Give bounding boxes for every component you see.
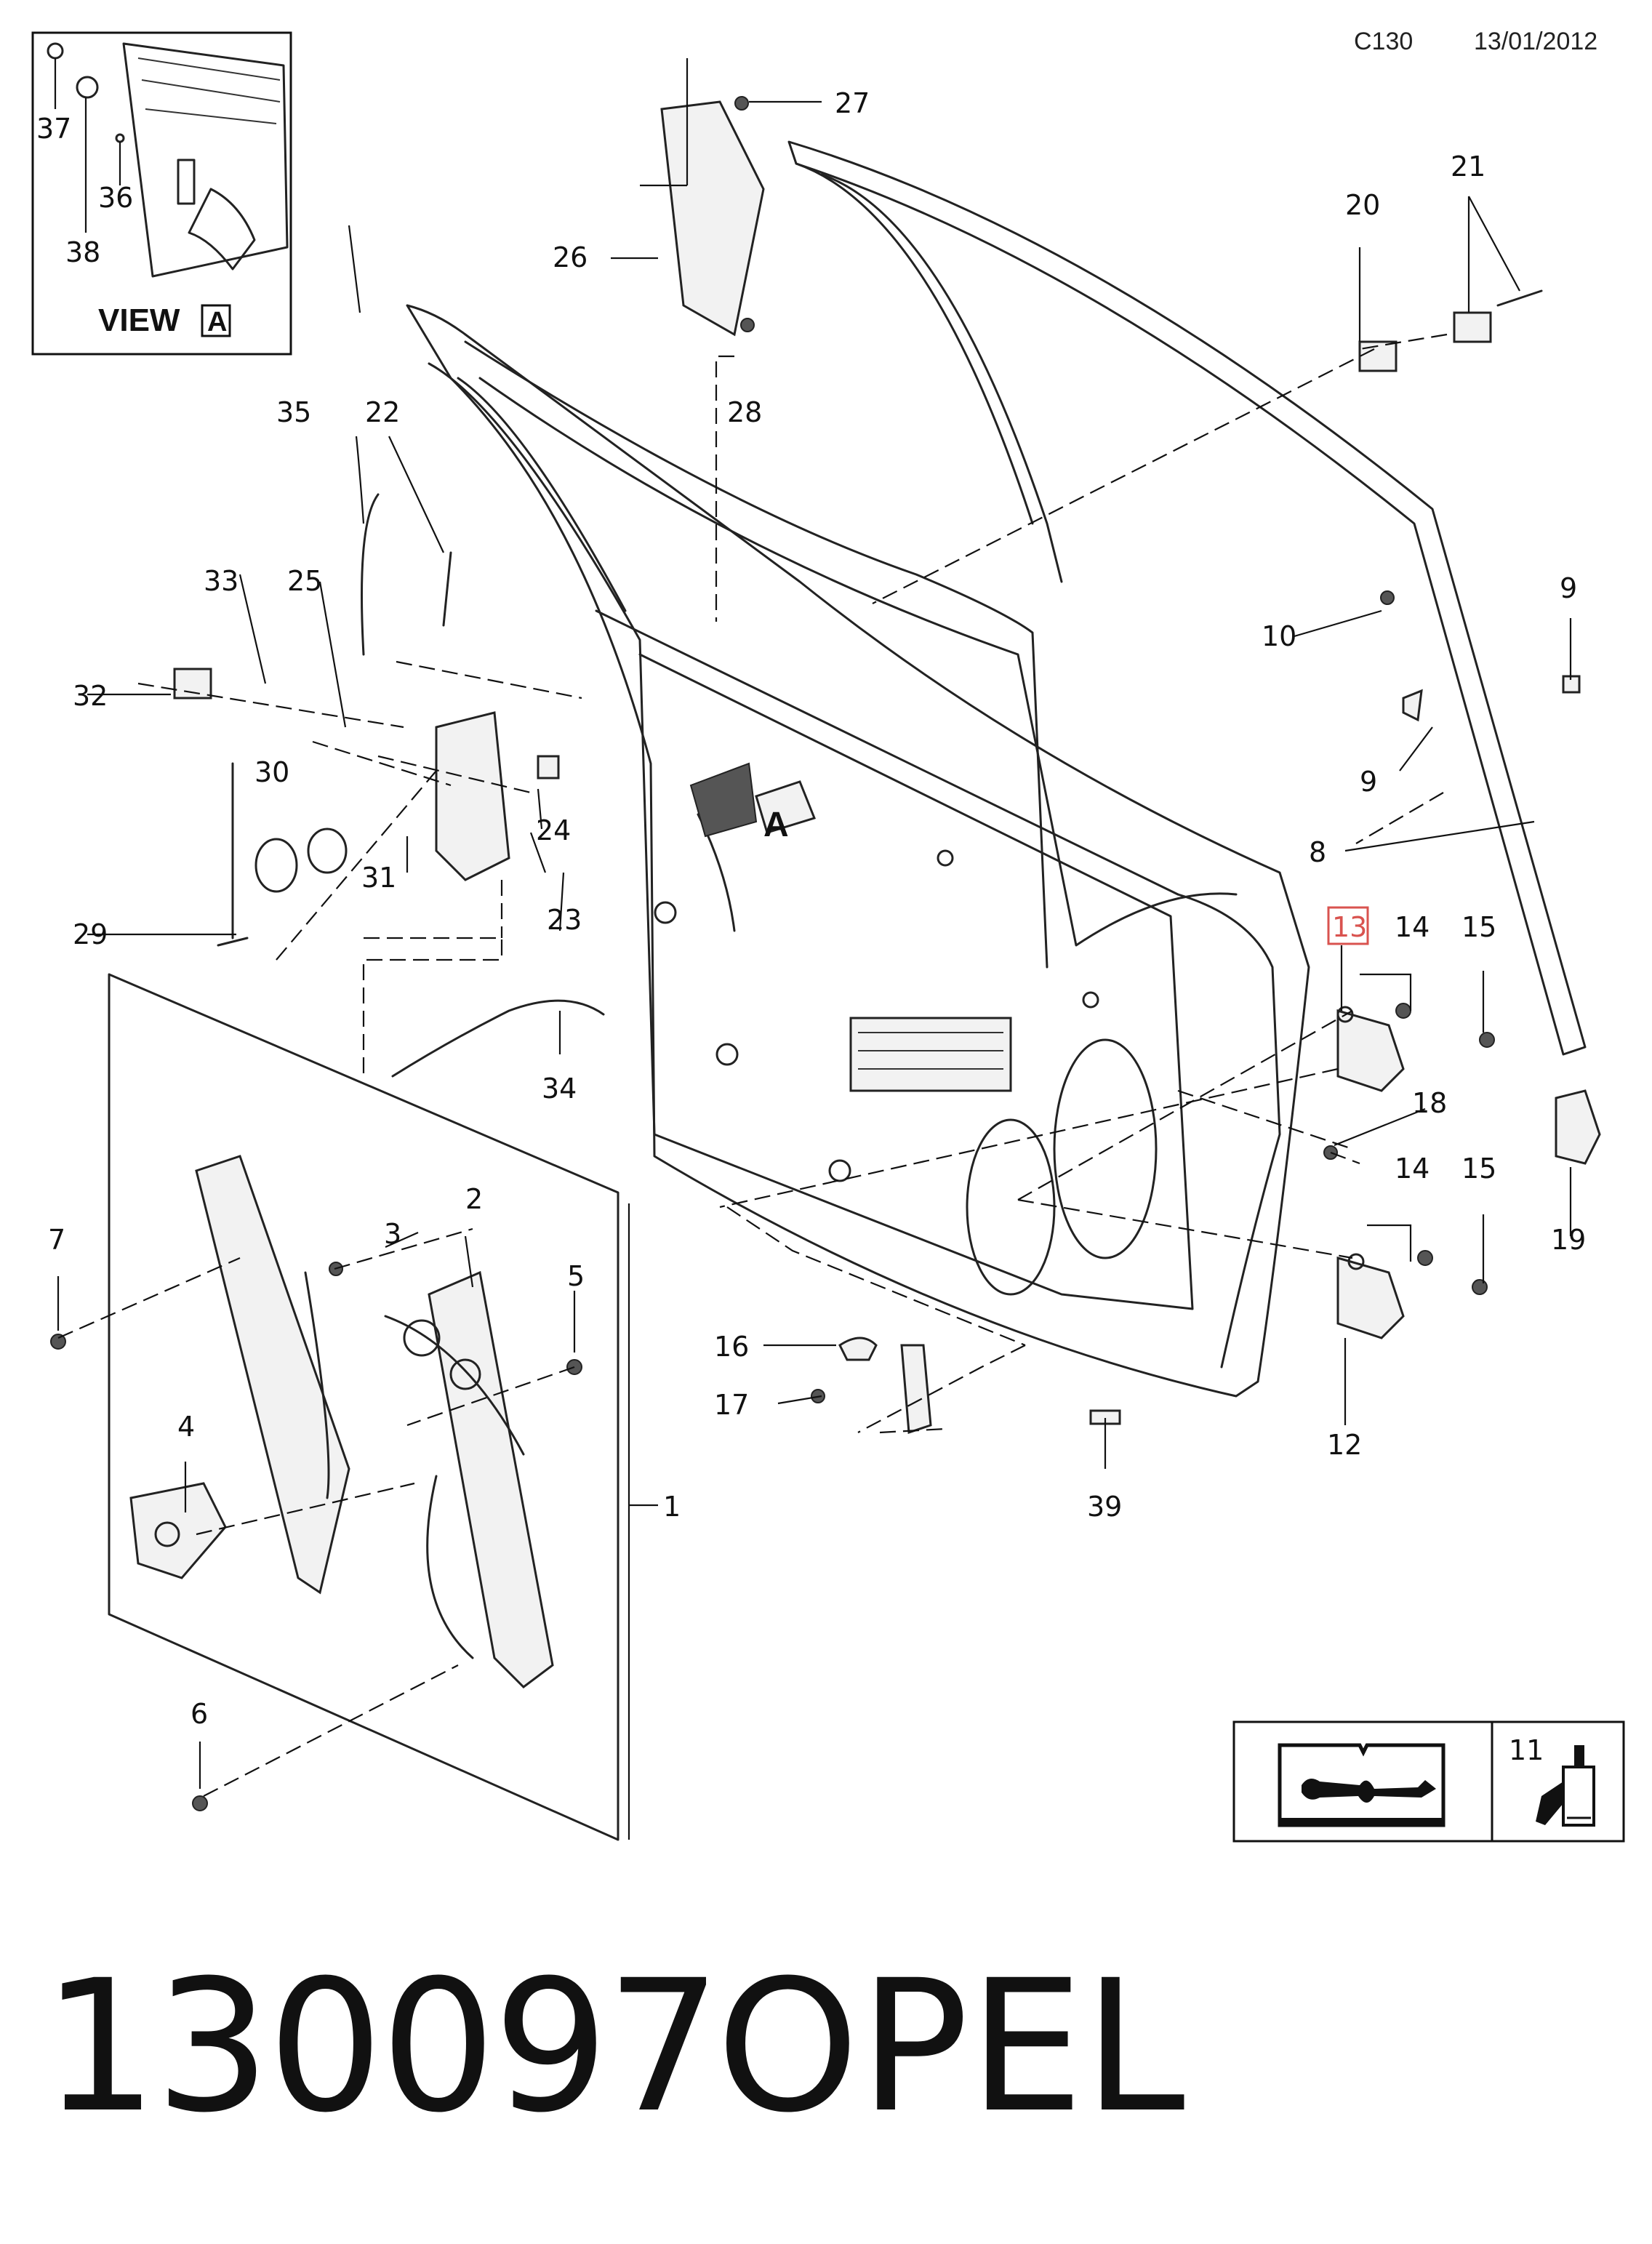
callout-38: 38 bbox=[65, 236, 100, 268]
callout-27: 27 bbox=[835, 87, 870, 119]
view-label: VIEW bbox=[98, 302, 180, 338]
callout-32: 32 bbox=[73, 680, 108, 712]
callout-24: 24 bbox=[536, 814, 571, 846]
callout-4: 4 bbox=[177, 1411, 195, 1443]
callout-16: 16 bbox=[714, 1331, 749, 1363]
service-manual-icon bbox=[1278, 1743, 1446, 1827]
diagram-code: C130 bbox=[1354, 28, 1414, 55]
legend-box: 11 bbox=[1232, 1720, 1625, 1843]
callout-2: 2 bbox=[465, 1183, 483, 1215]
callout-1: 1 bbox=[663, 1491, 681, 1523]
callout-23: 23 bbox=[547, 904, 582, 936]
callout-17: 17 bbox=[714, 1389, 749, 1421]
view-marker-letter: A bbox=[763, 806, 789, 844]
callout-14-upper: 14 bbox=[1395, 911, 1430, 943]
callout-6: 6 bbox=[191, 1698, 208, 1730]
callout-36: 36 bbox=[98, 182, 133, 214]
callout-21: 21 bbox=[1451, 151, 1485, 183]
callout-22: 22 bbox=[365, 396, 400, 428]
callout-29: 29 bbox=[73, 918, 108, 950]
callout-5: 5 bbox=[567, 1260, 585, 1292]
callout-8: 8 bbox=[1309, 836, 1326, 868]
callout-20: 20 bbox=[1345, 189, 1380, 221]
callout-18: 18 bbox=[1412, 1087, 1447, 1119]
window-channel-drawing bbox=[787, 140, 1587, 1056]
callout-9-upper: 9 bbox=[1560, 572, 1577, 604]
callout-13: 13 bbox=[1332, 911, 1367, 943]
lower-hinge bbox=[1336, 1253, 1405, 1339]
callout-3: 3 bbox=[384, 1218, 401, 1250]
callout-26: 26 bbox=[553, 241, 588, 273]
callout-9-lower: 9 bbox=[1360, 766, 1377, 798]
callout-15-upper: 15 bbox=[1461, 911, 1496, 943]
door-assembly-drawing: A bbox=[406, 304, 1310, 1398]
view-label-letter: A bbox=[207, 307, 227, 337]
diagram-date: 13/01/2012 bbox=[1474, 28, 1598, 55]
callout-37: 37 bbox=[36, 113, 71, 145]
callout-numbers: 27 26 28 20 21 9 10 9 8 13 14 15 18 14 1… bbox=[48, 87, 1586, 1730]
callout-15-lower: 15 bbox=[1461, 1153, 1496, 1185]
callout-14-lower: 14 bbox=[1395, 1153, 1430, 1185]
callout-19: 19 bbox=[1551, 1224, 1586, 1256]
view-a-inset: 37 36 38 VIEW A bbox=[31, 31, 292, 356]
callout-leaders bbox=[57, 58, 1572, 1840]
lock-assembly bbox=[173, 493, 605, 1078]
window-regulator-panel bbox=[108, 973, 620, 1841]
callout-39: 39 bbox=[1087, 1491, 1122, 1523]
diagram-number: 130097 bbox=[42, 1941, 721, 2152]
brand-name: OPEL bbox=[716, 1941, 1185, 2152]
callout-35: 35 bbox=[276, 396, 311, 428]
callout-11: 11 bbox=[1509, 1734, 1544, 1766]
callout-12: 12 bbox=[1327, 1429, 1362, 1461]
callout-28: 28 bbox=[727, 396, 762, 428]
callout-30: 30 bbox=[254, 756, 289, 788]
callout-33: 33 bbox=[204, 565, 238, 597]
callout-25: 25 bbox=[287, 565, 322, 597]
callout-34: 34 bbox=[542, 1073, 577, 1105]
door-check-striker bbox=[1555, 1089, 1601, 1165]
upper-hinge bbox=[1336, 1006, 1405, 1092]
callout-31: 31 bbox=[361, 862, 396, 894]
leader-lines bbox=[57, 333, 1448, 1797]
callout-7: 7 bbox=[48, 1224, 65, 1256]
callout-13-highlight bbox=[1327, 906, 1369, 945]
sealant-tube-icon bbox=[1536, 1745, 1595, 1827]
callout-10: 10 bbox=[1262, 620, 1296, 652]
